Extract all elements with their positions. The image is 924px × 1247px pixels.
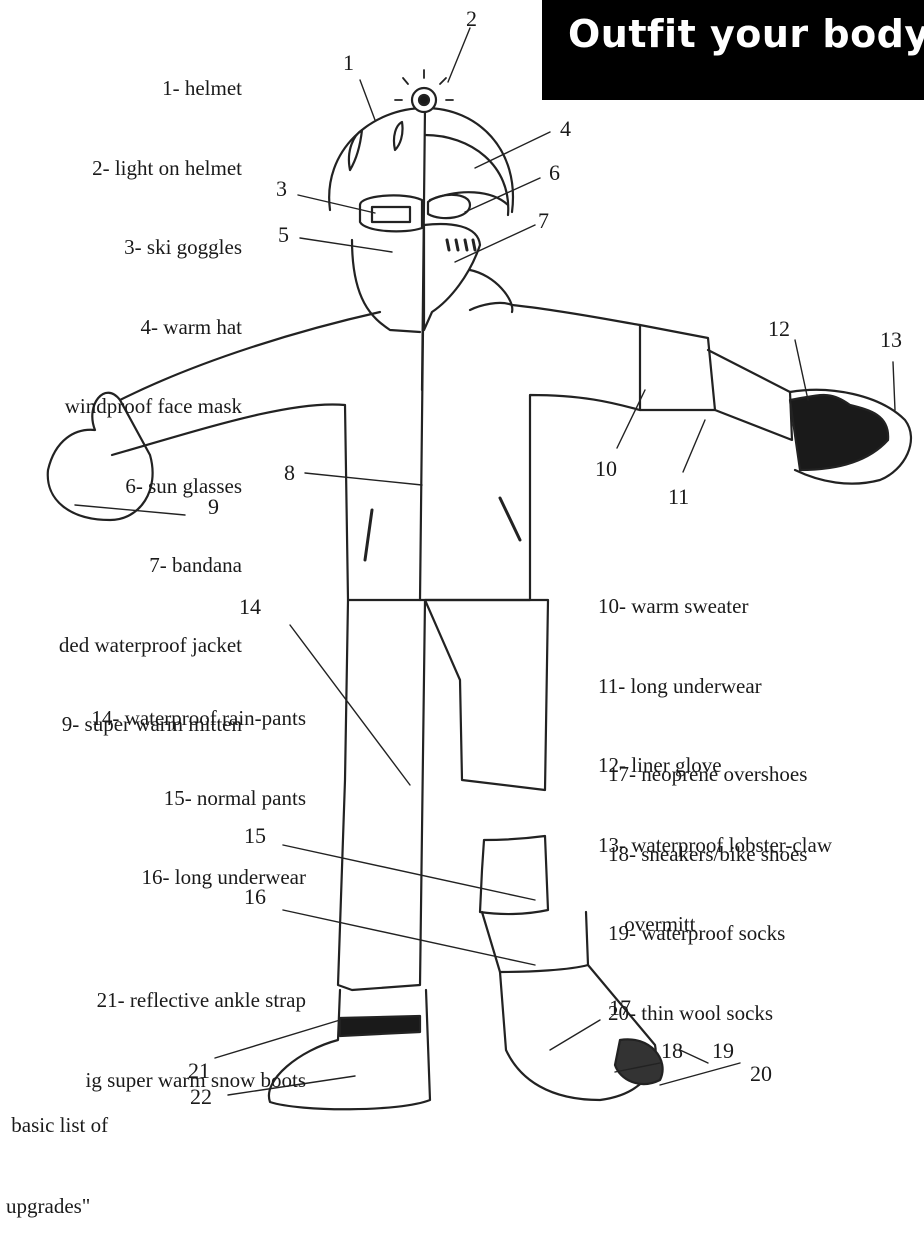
legend-item: 2- light on helmet: [59, 155, 242, 182]
callout-15: 15: [244, 825, 266, 847]
legend-item: 18- sneakers/bike shoes: [608, 841, 807, 868]
rain-pants: [338, 600, 548, 990]
legend-item: 14- waterproof rain-pants: [91, 705, 306, 732]
callout-5: 5: [278, 224, 289, 246]
callout-2: 2: [466, 8, 477, 30]
legend-item: 4- warm hat: [59, 314, 242, 341]
helmet-vent-left: [349, 130, 362, 170]
legend-feet: 17- neoprene overshoes 18- sneakers/bike…: [608, 708, 807, 1053]
callout-11: 11: [668, 486, 689, 508]
legend-item: 7- bandana: [59, 552, 242, 579]
pocket-left: [365, 510, 372, 560]
helmet-vent-mid: [394, 122, 403, 150]
callout-7: 7: [538, 210, 549, 232]
callout-22: 22: [190, 1086, 212, 1108]
normal-pants: [480, 836, 548, 914]
callout-10: 10: [595, 458, 617, 480]
callout-9: 9: [208, 496, 219, 518]
helmet-outline: [329, 108, 513, 212]
callout-8: 8: [284, 462, 295, 484]
pocket-right: [500, 498, 520, 540]
jacket-zipper: [420, 330, 423, 600]
legend-legs: 14- waterproof rain-pants 15- normal pan…: [91, 652, 306, 917]
hat-outline: [425, 135, 508, 215]
callout-21: 21: [188, 1060, 210, 1082]
callout-4: 4: [560, 118, 571, 140]
callout-14: 14: [239, 596, 261, 618]
long-underwear-leg: [482, 912, 588, 972]
callout-19: 19: [712, 1040, 734, 1062]
face-mask: [352, 240, 420, 332]
callout-18: 18: [661, 1040, 683, 1062]
legend-item: 10- warm sweater: [598, 593, 832, 620]
underwear-sleeve: [708, 350, 792, 440]
goggles: [360, 195, 422, 231]
legend-item: 17- neoprene overshoes: [608, 761, 807, 788]
callout-3: 3: [276, 178, 287, 200]
liner-glove: [790, 395, 888, 470]
callout-6: 6: [549, 162, 560, 184]
legend-item: 15- normal pants: [91, 785, 306, 812]
legend-item: 11- long underwear: [598, 673, 832, 700]
bottom-note: basic list of upgrades": [6, 1058, 108, 1247]
hood-right: [470, 270, 512, 312]
legend-item: 3- ski goggles: [59, 234, 242, 261]
callout-20: 20: [750, 1063, 772, 1085]
sweater-sleeve: [640, 325, 715, 410]
note-line: basic list of: [6, 1112, 108, 1139]
callout-13: 13: [880, 329, 902, 351]
legend-item: 21- reflective ankle strap: [86, 987, 306, 1014]
legend-item: 19- waterproof socks: [608, 920, 807, 947]
callout-1: 1: [343, 52, 354, 74]
legend-item: 1- helmet: [59, 75, 242, 102]
callout-12: 12: [768, 318, 790, 340]
note-line: upgrades": [6, 1193, 108, 1220]
goggles-lens: [372, 207, 410, 222]
ankle-strap: [340, 1016, 420, 1036]
legend-item: windproof face mask: [59, 393, 242, 420]
callout-16: 16: [244, 886, 266, 908]
callout-17: 17: [609, 997, 631, 1019]
bandana-dots: [447, 240, 475, 250]
legend-item: 20- thin wool socks: [608, 1000, 807, 1027]
sunglasses: [428, 195, 470, 218]
helmet-light-center: [419, 95, 429, 105]
legend-item: 16- long underwear: [91, 864, 306, 891]
